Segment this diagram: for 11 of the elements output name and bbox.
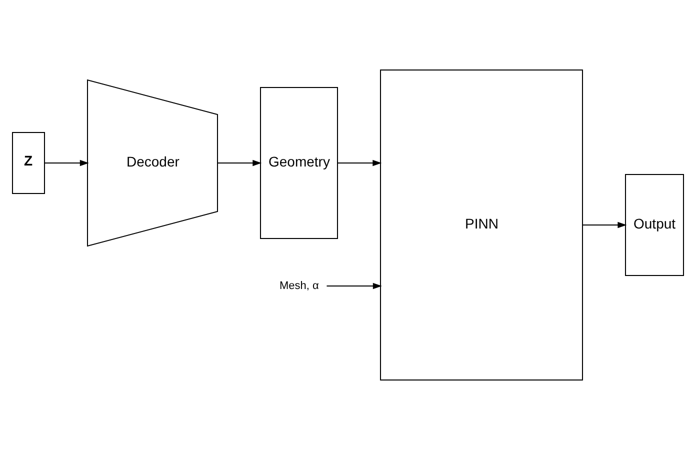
- node-box: Decoder: [87, 79, 218, 247]
- node-box: Geometry: [260, 87, 338, 239]
- arrow: [44, 160, 89, 166]
- arrow: [217, 160, 262, 166]
- arrow: [582, 222, 627, 228]
- node-box: Output: [625, 174, 684, 276]
- node-text: Mesh, α: [280, 280, 319, 292]
- arrow: [337, 160, 382, 166]
- node-box: PINN: [380, 70, 583, 380]
- arrow: [326, 282, 382, 290]
- node-box: Z: [12, 132, 45, 194]
